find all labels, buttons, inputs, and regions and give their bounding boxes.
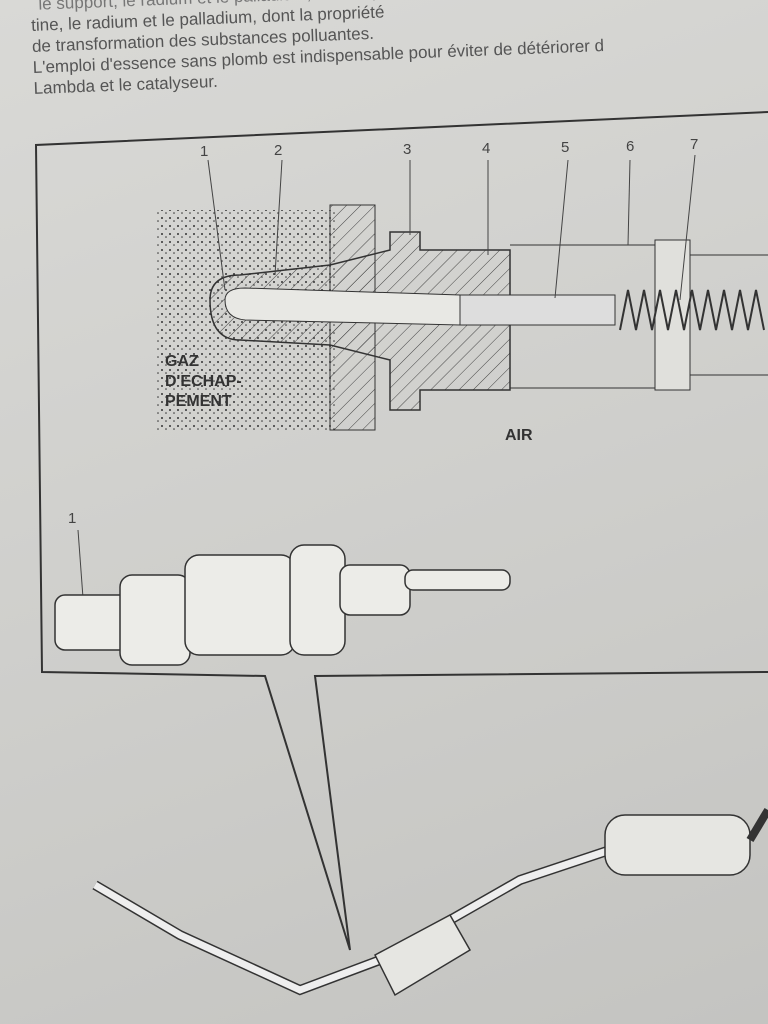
figure-frame: [34, 111, 768, 951]
part-number-1: 1: [200, 143, 209, 160]
exhaust-label-line: D'ECHAP-: [165, 373, 242, 390]
air-label: AIR: [505, 427, 533, 444]
exhaust-gas-label: GAZ D'ECHAP- PEMENT: [165, 352, 242, 412]
exhaust-label-line: PEMENT: [165, 393, 232, 410]
part-number-4: 4: [482, 140, 491, 157]
part-number-3: 3: [403, 141, 412, 158]
part-number-7: 7: [690, 136, 699, 153]
sensor-cap: [654, 239, 691, 391]
contact-sleeve: [459, 294, 616, 326]
exhaust-label-line: GAZ: [165, 353, 199, 370]
part-number-2: 2: [274, 142, 283, 159]
spring: [619, 289, 765, 331]
part-number-6: 6: [626, 138, 635, 155]
exhaust-system: [92, 807, 768, 997]
sensor-external-view: [54, 544, 511, 666]
sensor-label: 1: [68, 510, 77, 527]
part-number-5: 5: [561, 139, 570, 156]
ceramic-element: [224, 287, 461, 326]
